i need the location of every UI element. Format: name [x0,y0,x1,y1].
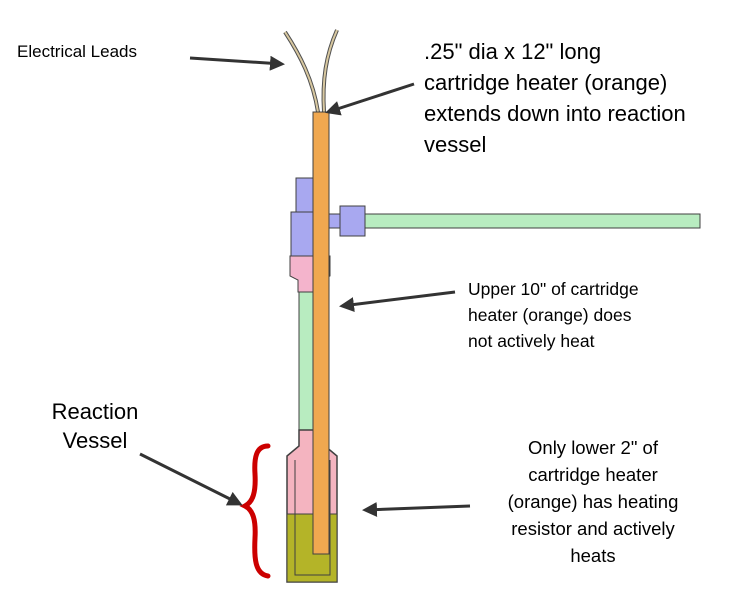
upper-section-label: Upper 10" of cartridge heater (orange) d… [468,279,639,351]
arrow-icon [325,82,415,116]
electrical-leads-label: Electrical Leads [17,42,138,61]
vessel-inner-wall [294,460,331,576]
reaction-vessel-label: Reaction Vessel [51,399,139,453]
arrow-icon [139,452,243,506]
side-tube [364,213,701,229]
arrow-icon [362,502,471,518]
arrow-icon [339,290,456,312]
cartridge-heater [312,111,330,555]
curly-brace-icon [239,443,271,579]
electrical-leads [283,29,339,113]
cartridge-heater-label: .25" dia x 12" long cartridge heater (or… [424,39,686,157]
arrow-icon [189,55,285,71]
lower-section-label: Only lower 2" of cartridge heater (orang… [507,437,679,566]
